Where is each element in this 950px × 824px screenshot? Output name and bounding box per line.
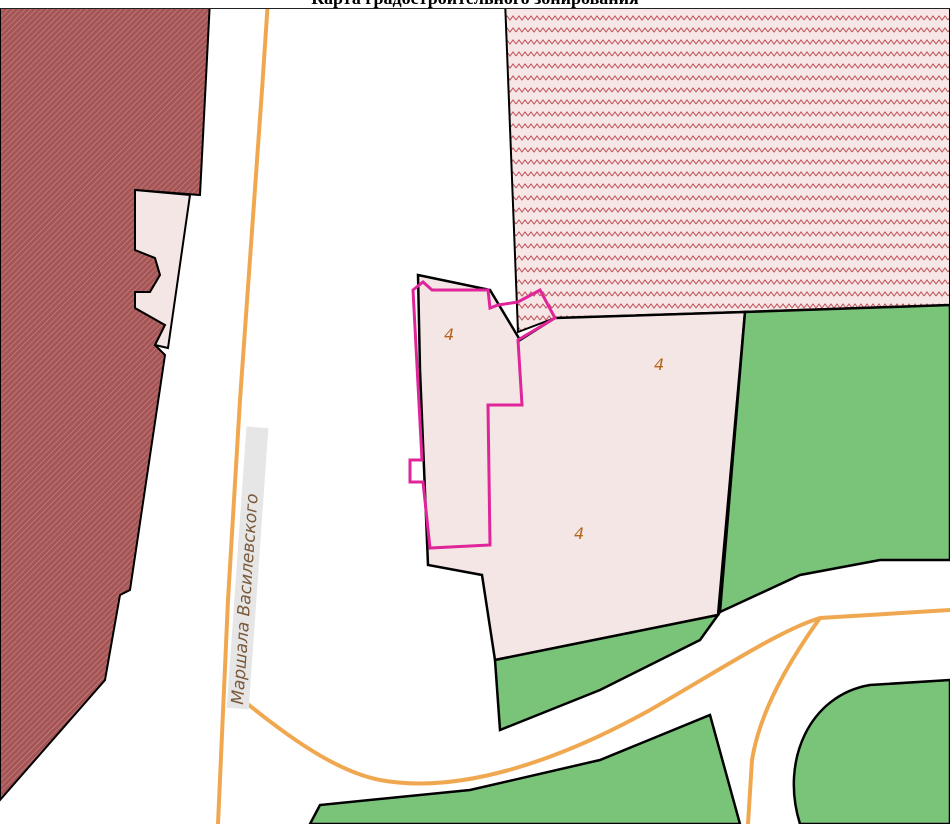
parcel-outline[interactable]: [408, 280, 557, 550]
zone-zigzag-upper-right[interactable]: [503, 0, 950, 334]
zone-label-3: 4: [574, 524, 584, 543]
zone-public-left-small[interactable]: [134, 188, 192, 350]
zone-label-1: 4: [444, 325, 454, 344]
map-title: Карта градостроительного зонирования: [0, 0, 950, 8]
road-axis-curve-lower: [228, 608, 950, 786]
zone-green-lower[interactable]: [493, 613, 721, 732]
zone-label-2: 4: [654, 355, 664, 374]
zone-green-right-strip[interactable]: [754, 640, 950, 824]
road-axis-branch: [746, 616, 822, 824]
zone-green-bottom[interactable]: [308, 713, 742, 824]
zone-green-right[interactable]: [718, 303, 950, 615]
title-bar: Карта градостроительного зонирования: [0, 0, 950, 9]
road-axis-vertical: [216, 0, 270, 824]
zone-green-bottom-right[interactable]: [792, 678, 950, 824]
